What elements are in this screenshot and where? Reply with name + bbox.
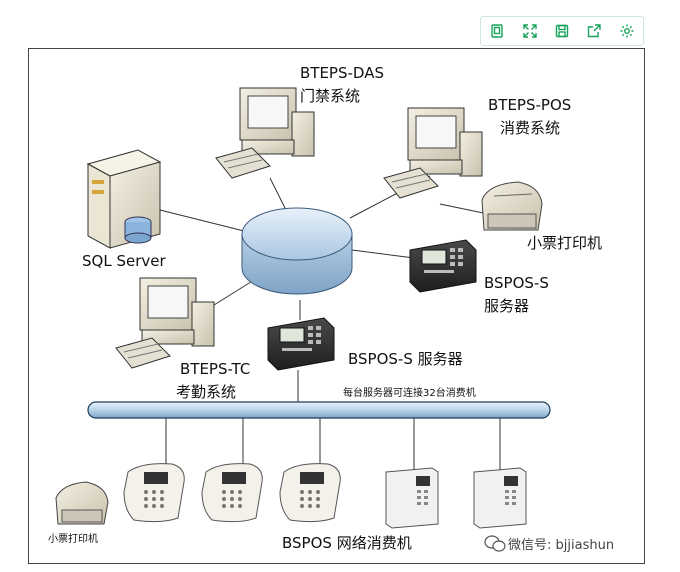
bus-bar (87, 401, 551, 419)
bspos-server-center-icon (267, 317, 335, 371)
tc-label-line2: 考勤系统 (176, 383, 237, 401)
terminals-label: BSPOS 网络消费机 (282, 534, 412, 552)
bspos-server-right-icon (409, 239, 477, 293)
bus-note-label: 每台服务器可连接32台消费机 (343, 388, 476, 399)
pos-computer (383, 107, 483, 199)
share-icon[interactable] (578, 17, 610, 45)
wall-terminal-1-icon (385, 467, 439, 529)
fullscreen-icon[interactable] (513, 17, 545, 45)
sql-server-icon (86, 149, 162, 249)
image-toolbar (480, 16, 644, 46)
terminal-1-icon (123, 463, 185, 523)
bspos-right-label-line2: 服务器 (484, 297, 530, 315)
bspos-right-label-line1: BSPOS-S (484, 274, 549, 292)
copy-icon[interactable] (481, 17, 513, 45)
sql-server-label: SQL Server (82, 252, 166, 270)
printer-bottom-icon (55, 481, 109, 525)
watermark-label: 微信号: bjjiashun (508, 538, 615, 553)
das-label-line2: 门禁系统 (300, 87, 361, 105)
network-hub (241, 207, 353, 295)
tc-computer (115, 277, 215, 369)
das-label-line1: BTEPS-DAS (300, 64, 384, 82)
pos-label-line1: BTEPS-POS (488, 96, 572, 114)
wall-terminal-2-icon (473, 467, 527, 529)
wechat-icon (484, 535, 506, 552)
tc-label-line1: BTEPS-TC (180, 360, 251, 378)
terminal-3-icon (279, 463, 341, 523)
printer-bottom-label: 小票打印机 (48, 534, 98, 545)
save-icon[interactable] (546, 17, 578, 45)
printer-top-icon (481, 181, 543, 231)
terminal-2-icon (201, 463, 263, 523)
bspos-center-label: BSPOS-S 服务器 (348, 350, 463, 368)
pos-label-line2: 消费系统 (500, 119, 561, 137)
printer-top-label: 小票打印机 (527, 234, 603, 252)
settings-icon[interactable] (611, 17, 643, 45)
das-computer (215, 87, 315, 179)
